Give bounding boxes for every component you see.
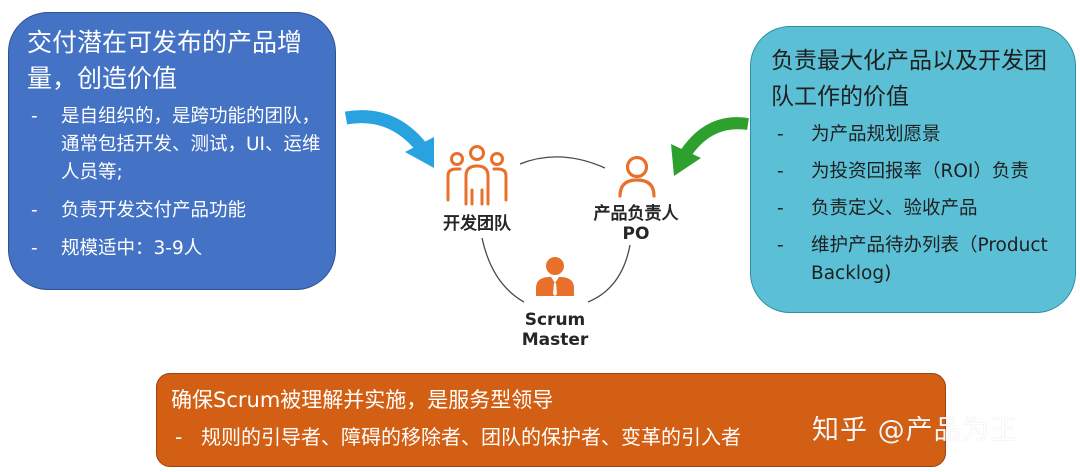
product-owner-box: 负责最大化产品以及开发团队工作的价值 - 为产品规划愿景 - 为投资回报率（ROI）… [750,26,1076,313]
scrum-master-icon [536,257,574,296]
product-owner-label-line1: 产品负责人 [593,204,679,224]
dev-team-bullets: - 是自组织的，是跨功能的团队，通常包括开发、测试，UI、运维人员等; - 负责开发… [27,103,321,263]
po-bullet-1: 为产品规划愿景 [811,124,941,145]
dev-team-box: 交付潜在可发布的产品增量，创造价值 - 是自组织的，是跨功能的团队，通常包括开发、… [8,12,336,290]
dash-icon: - [31,200,38,221]
dash-icon: - [31,238,38,259]
connector-arc-right [587,244,631,303]
team-icon [446,145,508,206]
list-item: -规则的引导者、障碍的移除者、团队的保护者、变革的引入者 [171,422,931,452]
dev-team-box-title: 交付潜在可发布的产品增量，创造价值 [27,28,303,93]
list-item: - 规模适中：3-9人 [27,235,321,263]
dash-icon: - [777,124,784,145]
product-owner-icon [618,155,656,198]
dash-icon: - [175,425,183,449]
watermark: 知乎 @产品为王 [812,415,1018,446]
dev-team-bullet-1: 是自组织的，是跨功能的团队，通常包括开发、测试，UI、运维人员等; [61,106,321,183]
dash-icon: - [777,198,784,219]
product-owner-box-title: 负责最大化产品以及开发团队工作的价值 [771,48,1047,110]
list-item: - 为产品规划愿景 [771,121,1065,149]
list-item: - 负责开发交付产品功能 [27,197,321,225]
sm-bullet-1: 规则的引导者、障碍的移除者、团队的保护者、变革的引入者 [201,425,741,449]
scrum-master-label-line2: Master [521,330,589,350]
po-bullet-4: 维护产品待办列表（Product Backlog) [811,235,1048,284]
list-item: - 负责定义、验收产品 [771,195,1065,223]
product-owner-label-line2: PO [622,224,650,244]
connector-arc-top [519,156,606,169]
po-bullet-2: 为投资回报率（ROI）负责 [811,161,1029,182]
dev-team-bullet-2: 负责开发交付产品功能 [61,200,247,221]
connector-arc-left [481,237,525,303]
dash-icon: - [777,161,784,182]
scrum-master-label: Scrum Master [510,310,600,350]
dash-icon: - [31,106,38,127]
product-owner-bullets: - 为产品规划愿景 - 为投资回报率（ROI）负责 - 负责定义、验收产品 - 维护产品… [771,121,1065,288]
dash-icon: - [777,235,784,256]
list-item: - 是自组织的，是跨功能的团队，通常包括开发、测试，UI、运维人员等; [27,103,321,187]
scrum-master-bullets: -规则的引导者、障碍的移除者、团队的保护者、变革的引入者 [171,422,931,452]
dev-team-bullet-3: 规模适中：3-9人 [61,238,203,259]
dev-team-label: 开发团队 [443,214,511,234]
green-arrow-icon [671,117,749,176]
blue-arrow-icon [344,110,434,168]
list-item: - 维护产品待办列表（Product Backlog) [771,232,1065,288]
scrum-master-label-line1: Scrum [524,310,586,330]
scrum-master-box-title: 确保Scrum被理解并实施，是服务型领导 [171,388,554,412]
scrum-master-box: 确保Scrum被理解并实施，是服务型领导 -规则的引导者、障碍的移除者、团队的保… [156,373,946,467]
po-bullet-3: 负责定义、验收产品 [811,198,978,219]
product-owner-label: 产品负责人 PO [580,204,692,244]
list-item: - 为投资回报率（ROI）负责 [771,158,1065,186]
